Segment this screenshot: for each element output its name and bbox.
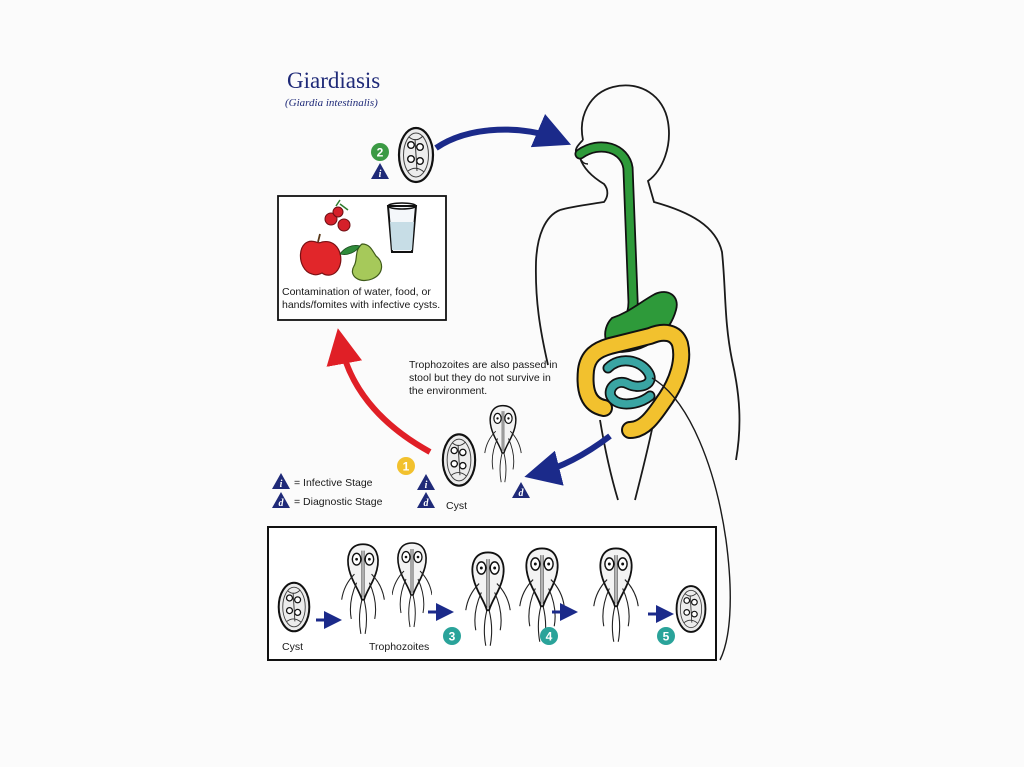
step-3-badge xyxy=(443,627,461,645)
apple-icon xyxy=(299,233,342,276)
diagnostic-badge-trophozoite xyxy=(512,482,530,498)
cyst-icon xyxy=(277,581,311,633)
step-3-number: 3 xyxy=(449,630,456,644)
cyst-icon xyxy=(675,584,707,634)
step-2-number: 2 xyxy=(377,146,384,160)
cyst-box-label: Cyst xyxy=(282,641,303,653)
step-5-number: 5 xyxy=(663,630,670,644)
diagnostic-badge-letter: d xyxy=(519,488,525,499)
trophozoite-icon xyxy=(483,404,523,484)
legend-infective-label: = Infective Stage xyxy=(294,477,373,489)
trophozoites-box-label: Trophozoites xyxy=(369,641,430,653)
infective-badge-step1 xyxy=(417,474,435,490)
legend-diagnostic-letter: d xyxy=(279,498,285,509)
contamination-arrow xyxy=(326,328,432,455)
infective-badge-letter: i xyxy=(379,169,382,180)
raspberry-icon xyxy=(324,199,351,232)
excretion-arrow xyxy=(524,433,612,486)
diagnostic-badge-letter: d xyxy=(424,498,430,509)
digestive-tract xyxy=(574,141,731,661)
step-4-badge xyxy=(540,627,558,645)
diagnostic-badge-cyst xyxy=(417,492,435,508)
page-title: Giardiasis xyxy=(287,68,381,93)
step-1-number: 1 xyxy=(403,460,410,474)
ingestion-arrow xyxy=(434,114,572,151)
infective-badge-letter: i xyxy=(425,480,428,491)
step-2-badge xyxy=(371,143,389,161)
step-4-number: 4 xyxy=(546,630,553,644)
cyst-icon xyxy=(441,433,477,487)
pear-icon xyxy=(339,243,383,282)
page-subtitle: (Giardia intestinalis) xyxy=(285,97,378,109)
legend-diagnostic-label: = Diagnostic Stage xyxy=(294,496,383,508)
legend-diagnostic-badge xyxy=(272,492,290,508)
legend-infective-letter: i xyxy=(280,479,283,490)
cyst-stool-label: Cyst xyxy=(446,500,467,512)
water-glass-icon xyxy=(386,202,418,253)
step-5-badge xyxy=(657,627,675,645)
cyst-icon xyxy=(397,126,435,184)
step-1-badge xyxy=(397,457,415,475)
infective-badge-step2 xyxy=(371,163,389,179)
food-contamination-caption: Contamination of water, food, or hands/f… xyxy=(282,286,441,311)
trophozoite-note: Trophozoites are also passed in stool bu… xyxy=(409,359,558,397)
legend-infective-badge xyxy=(272,473,290,489)
